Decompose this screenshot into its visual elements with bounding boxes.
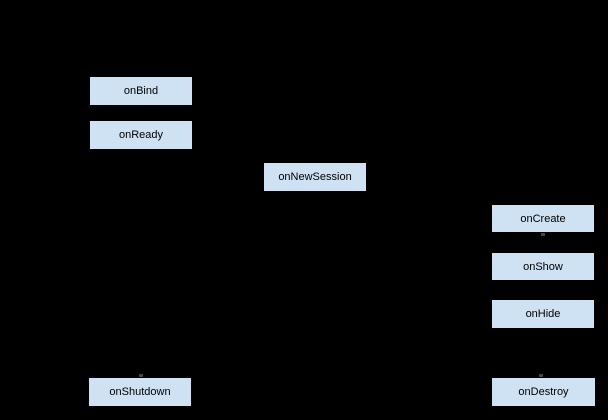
- lifecycle-node-onBind: onBind: [89, 76, 193, 106]
- lifecycle-node-onShutdown: onShutdown: [88, 377, 192, 407]
- arrowhead-remnant: [139, 374, 143, 377]
- lifecycle-node-onNewSession: onNewSession: [263, 162, 367, 192]
- arrowhead-remnant: [541, 233, 545, 236]
- arrowhead-remnant: [539, 374, 543, 377]
- lifecycle-node-onCreate: onCreate: [491, 204, 595, 233]
- lifecycle-node-onHide: onHide: [491, 299, 595, 329]
- lifecycle-node-onDestroy: onDestroy: [491, 377, 596, 407]
- lifecycle-node-onReady: onReady: [89, 120, 193, 150]
- lifecycle-node-onShow: onShow: [491, 252, 595, 281]
